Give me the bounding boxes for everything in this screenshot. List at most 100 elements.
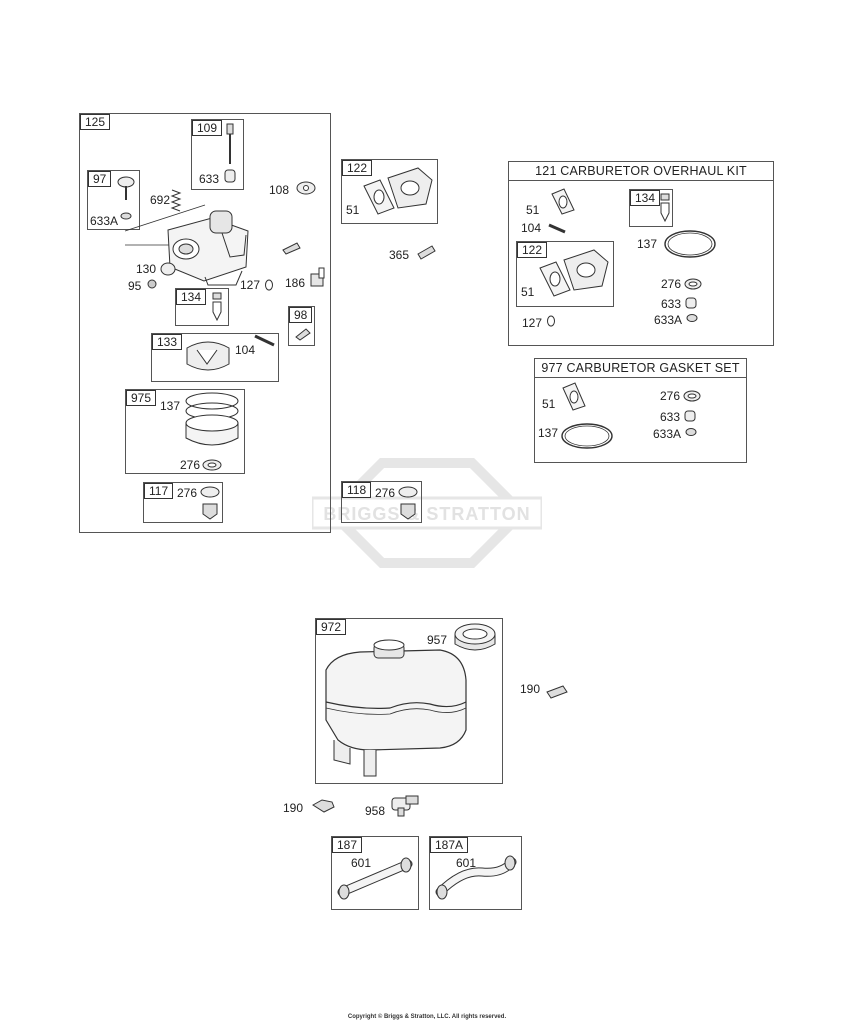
spring-icon — [170, 189, 182, 212]
tag-117: 117 — [144, 483, 174, 499]
tag-118: 118 — [342, 482, 372, 498]
gasket-box-122-kit — [516, 241, 614, 307]
fuel-tank-icon — [325, 639, 467, 777]
label-190-right: 190 — [520, 682, 541, 696]
tag-187: 187 — [332, 837, 363, 853]
label-130: 130 — [136, 262, 157, 276]
fuel-tank-box — [315, 618, 503, 784]
fuel-line-box-187 — [331, 836, 419, 910]
label-108: 108 — [269, 183, 290, 197]
choke-lever-icon — [117, 176, 135, 220]
label-51: 51 — [526, 203, 540, 217]
label-51: 51 — [346, 203, 360, 217]
inlet-needle-kit-icon — [660, 193, 670, 223]
gasket-51-icon — [551, 188, 575, 215]
label-276: 276 — [375, 486, 396, 500]
label-276: 276 — [180, 458, 201, 472]
fuel-cap-icon — [454, 623, 496, 651]
fitting-186-icon — [310, 267, 325, 287]
label-186: 186 — [285, 276, 306, 290]
carburetor-assembly-group — [79, 113, 331, 533]
label-601-a: 601 — [456, 856, 477, 870]
screw-95-icon — [147, 279, 157, 289]
bowl-nut-box-117 — [143, 482, 223, 523]
gasket-box-122 — [341, 159, 438, 224]
choke-box-97 — [87, 170, 140, 230]
gasket-set-title: 977 CARBURETOR GASKET SET — [535, 359, 746, 378]
gasket-set-box: 977 CARBURETOR GASKET SET — [534, 358, 747, 463]
screw-box-98 — [288, 306, 315, 346]
washer-633a-kit-icon — [686, 314, 698, 322]
needle-box-134 — [175, 288, 229, 326]
label-276-kit: 276 — [661, 277, 682, 291]
washer-276-icon — [202, 459, 222, 471]
label-104: 104 — [235, 343, 256, 357]
gasket-51-set-icon — [562, 382, 586, 411]
float-icon — [186, 341, 230, 371]
label-601: 601 — [351, 856, 372, 870]
copyright-notice: Copyright © Briggs & Stratton, LLC. All … — [347, 1014, 507, 1020]
tag-133: 133 — [152, 334, 183, 350]
svg-text:BRIGGS & STRATTON: BRIGGS & STRATTON — [323, 504, 530, 524]
fuel-line-187a-icon — [435, 855, 517, 900]
label-633-set: 633 — [660, 410, 681, 424]
label-51-kit: 51 — [521, 285, 535, 299]
tag-975: 975 — [126, 390, 157, 406]
needle-box-134-kit — [629, 189, 673, 227]
intake-gasket-kit-icon — [539, 249, 609, 297]
washer-276-set-icon — [683, 390, 701, 402]
bowl-nut-118-icon — [398, 486, 418, 520]
label-633a-set: 633A — [653, 427, 682, 441]
tag-122: 122 — [342, 160, 373, 176]
oring-137-icon — [664, 230, 716, 258]
fuel-fitting-icon — [296, 181, 316, 195]
bowl-nut-box-118 — [341, 481, 422, 523]
idle-screw-icon — [282, 242, 301, 255]
label-51-set: 51 — [542, 397, 556, 411]
bowl-nut-icon — [200, 486, 220, 520]
label-276-set: 276 — [660, 389, 681, 403]
tag-98: 98 — [289, 307, 313, 323]
label-190-left: 190 — [283, 801, 304, 815]
tag-134: 134 — [176, 289, 207, 305]
pin-104-icon — [548, 223, 566, 234]
fuel-valve-icon — [391, 795, 419, 817]
oring-127-kit-icon — [547, 315, 555, 327]
float-bowl-icon — [185, 392, 239, 446]
tag-187a: 187A — [430, 837, 469, 853]
float-pin-icon — [254, 334, 275, 347]
overhaul-kit-title: 121 CARBURETOR OVERHAUL KIT — [509, 162, 773, 181]
label-127: 127 — [240, 278, 261, 292]
seat-633-set-icon — [684, 410, 696, 422]
bowl-kit-box-975 — [125, 389, 245, 474]
tag-134-kit: 134 — [630, 190, 661, 206]
label-137: 137 — [160, 399, 181, 413]
label-958: 958 — [365, 804, 386, 818]
label-692: 692 — [150, 193, 171, 207]
intake-gasket-icon — [363, 167, 433, 215]
label-633-kit: 633 — [661, 297, 682, 311]
label-137: 137 — [637, 237, 658, 251]
oring-137-set-icon — [561, 423, 613, 449]
oring-127-icon — [265, 279, 273, 291]
label-127-kit: 127 — [522, 316, 543, 330]
tag-109: 109 — [192, 120, 223, 136]
label-137-set: 137 — [538, 426, 559, 440]
label-276: 276 — [177, 486, 198, 500]
screw-190-right-icon — [546, 685, 568, 699]
inlet-needle-icon — [212, 292, 222, 322]
fuel-line-box-187a — [429, 836, 522, 910]
label-104: 104 — [521, 221, 542, 235]
float-box-133 — [151, 333, 279, 382]
group-tag-125: 125 — [80, 114, 111, 130]
overhaul-kit-box: 121 CARBURETOR OVERHAUL KIT — [508, 161, 774, 346]
needle-valve-icon — [224, 123, 236, 183]
tag-122-kit: 122 — [517, 242, 548, 258]
label-957: 957 — [427, 633, 448, 647]
brand-watermark-logo: BRIGGS & STRATTON — [312, 458, 542, 568]
washer-276-kit-icon — [684, 278, 702, 290]
label-633: 633 — [199, 172, 220, 186]
screw-98-icon — [295, 328, 311, 341]
stud-365-icon — [417, 245, 436, 260]
washer-633a-set-icon — [685, 428, 697, 436]
